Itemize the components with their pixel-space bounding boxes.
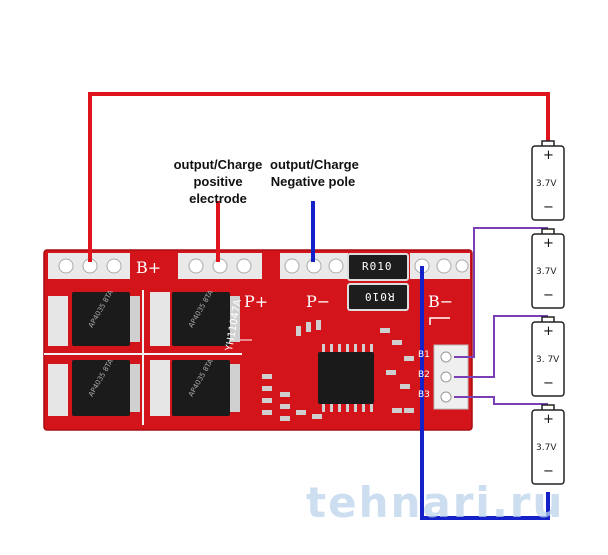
terminal-b-minus: B−	[428, 292, 454, 311]
battery-minus: −	[543, 464, 554, 479]
battery-voltage: 3.7V	[536, 443, 557, 453]
negative-label: output/Charge Negative pole	[270, 156, 359, 190]
battery-plus: +	[543, 412, 554, 427]
side-label-1: B1	[418, 350, 430, 360]
positive-label-line1: output/Charge	[173, 157, 263, 172]
watermark: tehnari.ru	[306, 478, 565, 527]
battery-cell	[531, 409, 565, 485]
battery-cell	[531, 145, 565, 221]
resistor-2-code: R010	[364, 290, 395, 303]
battery-plus: +	[543, 324, 554, 339]
positive-label: output/Charge positive electrode	[167, 156, 269, 207]
mosfet-group	[48, 292, 240, 416]
battery-cell	[531, 233, 565, 309]
positive-label-line2: positive electrode	[189, 174, 247, 206]
battery-minus: −	[543, 376, 554, 391]
battery-plus: +	[543, 148, 554, 163]
negative-label-line2: Negative pole	[270, 174, 356, 189]
wiring	[88, 92, 550, 520]
negative-label-line1: output/Charge	[270, 157, 359, 172]
battery-voltage: 3.7V	[536, 179, 557, 189]
battery-voltage: 3.7V	[536, 267, 557, 277]
battery-voltage: 3. 7V	[536, 355, 560, 365]
terminal-p-plus: P+	[244, 292, 269, 311]
pcb-board	[43, 249, 473, 431]
battery-minus: −	[543, 288, 554, 303]
battery-stack	[531, 140, 565, 485]
terminal-p-minus: P−	[306, 292, 331, 311]
resistor-1-code: R010	[362, 260, 393, 273]
battery-plus: +	[543, 236, 554, 251]
battery-minus: −	[543, 200, 554, 215]
side-label-2: B2	[418, 370, 430, 380]
terminal-b-plus: B+	[136, 258, 162, 277]
battery-cell	[531, 321, 565, 397]
side-label-3: B3	[418, 390, 430, 400]
